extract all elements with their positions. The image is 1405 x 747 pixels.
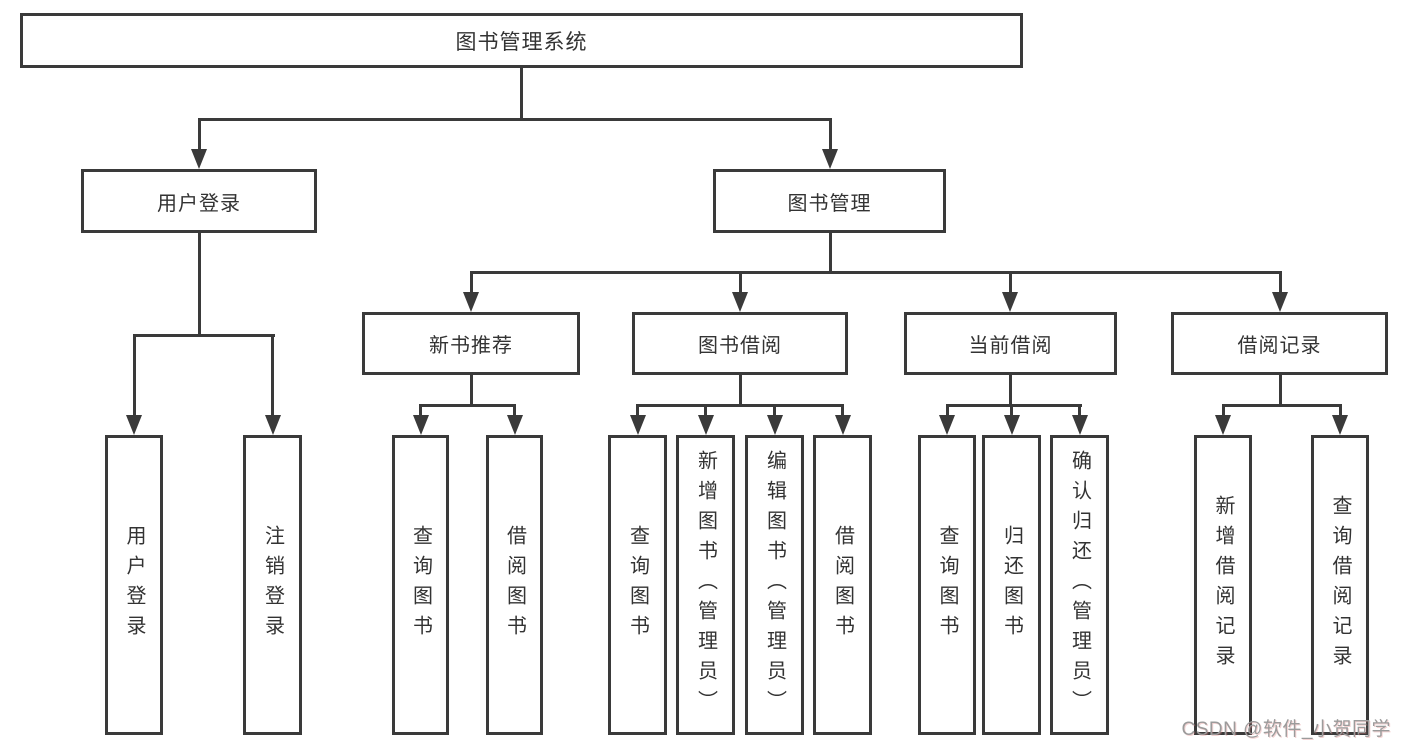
watermark: CSDN @软件_小贺同学 — [1181, 719, 1391, 740]
connector-vline — [197, 118, 201, 151]
connector-hline — [636, 404, 844, 407]
connector-vline — [132, 334, 136, 417]
node-new-book-recommend-label: 新书推荐 — [429, 335, 513, 357]
leaf-add-book-admin: 新增图书（管理员） — [676, 435, 735, 735]
arrowhead-down-icon — [766, 415, 783, 435]
arrowhead-down-icon — [412, 415, 429, 435]
leaf-logout-label: 注销登录 — [261, 525, 284, 645]
leaf-borrow-books-newbook-label: 借阅图书 — [503, 525, 526, 645]
node-borrowing-records-label: 借阅记录 — [1237, 335, 1322, 357]
connector-hline — [1221, 404, 1342, 407]
leaf-confirm-return-admin: 确认归还（管理员） — [1050, 435, 1109, 735]
arrowhead-down-icon — [939, 415, 955, 435]
arrowhead-down-icon — [1215, 415, 1231, 435]
connector-vline — [1078, 404, 1081, 417]
leaf-confirm-return-admin-label: 确认归还（管理员） — [1068, 450, 1091, 720]
leaf-add-borrow-record: 新增借阅记录 — [1194, 435, 1252, 735]
node-current-borrowing-label: 当前借阅 — [968, 335, 1053, 357]
connector-vline — [1008, 271, 1012, 294]
leaf-return-book-label: 归还图书 — [1000, 525, 1023, 645]
leaf-add-borrow-record-label: 新增借阅记录 — [1212, 495, 1234, 675]
connector-vline — [945, 404, 949, 417]
leaf-add-book-admin-label: 新增图书（管理员） — [694, 450, 717, 720]
connector-vline — [1010, 404, 1013, 417]
connector-vline — [636, 404, 639, 417]
connector-vline — [1278, 375, 1282, 407]
node-book-borrowing-label: 图书借阅 — [698, 335, 782, 357]
arrowhead-down-icon — [191, 149, 207, 169]
node-user-login-label: 用户登录 — [157, 192, 241, 215]
leaf-query-borrow-record: 查询借阅记录 — [1311, 435, 1369, 735]
arrowhead-down-icon — [822, 149, 838, 169]
node-book-management-label: 图书管理 — [787, 192, 872, 215]
arrowhead-down-icon — [1332, 415, 1348, 435]
leaf-borrow-books-borrow-label: 借阅图书 — [831, 525, 854, 645]
leaf-query-books-borrow: 查询图书 — [608, 435, 667, 735]
connector-vline — [1008, 375, 1012, 407]
arrowhead-down-icon — [506, 415, 523, 435]
connector-vline — [1221, 404, 1225, 417]
leaf-query-books-newbook: 查询图书 — [392, 435, 449, 735]
connector-vline — [1338, 404, 1342, 417]
leaf-query-books-newbook-label: 查询图书 — [409, 525, 432, 645]
leaf-edit-book-admin-label: 编辑图书（管理员） — [763, 450, 786, 720]
leaf-query-books-borrow-label: 查询图书 — [626, 525, 649, 645]
node-root: 图书管理系统 — [20, 13, 1023, 68]
arrowhead-down-icon — [463, 292, 479, 312]
connector-vline — [704, 404, 707, 417]
leaf-query-books-current-label: 查询图书 — [936, 525, 958, 645]
leaf-borrow-books-borrow: 借阅图书 — [813, 435, 872, 735]
node-book-management: 图书管理 — [713, 169, 946, 233]
connector-hline — [419, 404, 516, 407]
arrowhead-down-icon — [697, 415, 714, 435]
connector-vline — [419, 404, 422, 417]
connector-hline — [132, 334, 275, 337]
arrowhead-down-icon — [1272, 292, 1288, 312]
node-book-borrowing: 图书借阅 — [632, 312, 848, 375]
leaf-query-books-current: 查询图书 — [918, 435, 976, 735]
arrowhead-down-icon — [1071, 415, 1088, 435]
leaf-return-book: 归还图书 — [982, 435, 1041, 735]
leaf-user-login: 用户登录 — [105, 435, 163, 735]
connector-vline — [271, 334, 274, 417]
arrowhead-down-icon — [1003, 415, 1020, 435]
arrowhead-down-icon — [629, 415, 646, 435]
node-current-borrowing: 当前借阅 — [904, 312, 1117, 375]
arrowhead-down-icon — [732, 292, 748, 312]
connector-hline — [945, 404, 1082, 407]
leaf-query-borrow-record-label: 查询借阅记录 — [1329, 495, 1351, 675]
leaf-user-login-label: 用户登录 — [123, 525, 145, 645]
connector-vline — [738, 271, 742, 294]
arrowhead-down-icon — [834, 415, 851, 435]
connector-vline — [773, 404, 776, 417]
connector-hline — [197, 118, 832, 121]
connector-vline — [1278, 271, 1282, 294]
leaf-borrow-books-newbook: 借阅图书 — [486, 435, 543, 735]
node-user-login: 用户登录 — [81, 169, 317, 233]
connector-vline — [469, 271, 473, 294]
connector-vline — [828, 233, 832, 274]
arrowhead-down-icon — [126, 415, 142, 435]
connector-vline — [197, 233, 201, 337]
connector-vline — [469, 375, 473, 407]
leaf-edit-book-admin: 编辑图书（管理员） — [745, 435, 804, 735]
connector-vline — [828, 118, 832, 151]
connector-vline — [738, 375, 742, 407]
node-root-label: 图书管理系统 — [455, 30, 588, 54]
arrowhead-down-icon — [1002, 292, 1018, 312]
leaf-logout: 注销登录 — [243, 435, 302, 735]
connector-vline — [841, 404, 844, 417]
node-new-book-recommend: 新书推荐 — [362, 312, 580, 375]
connector-hline — [469, 271, 1282, 274]
node-borrowing-records: 借阅记录 — [1171, 312, 1388, 375]
arrowhead-down-icon — [264, 415, 281, 435]
connector-vline — [513, 404, 516, 417]
connector-vline — [519, 68, 523, 120]
